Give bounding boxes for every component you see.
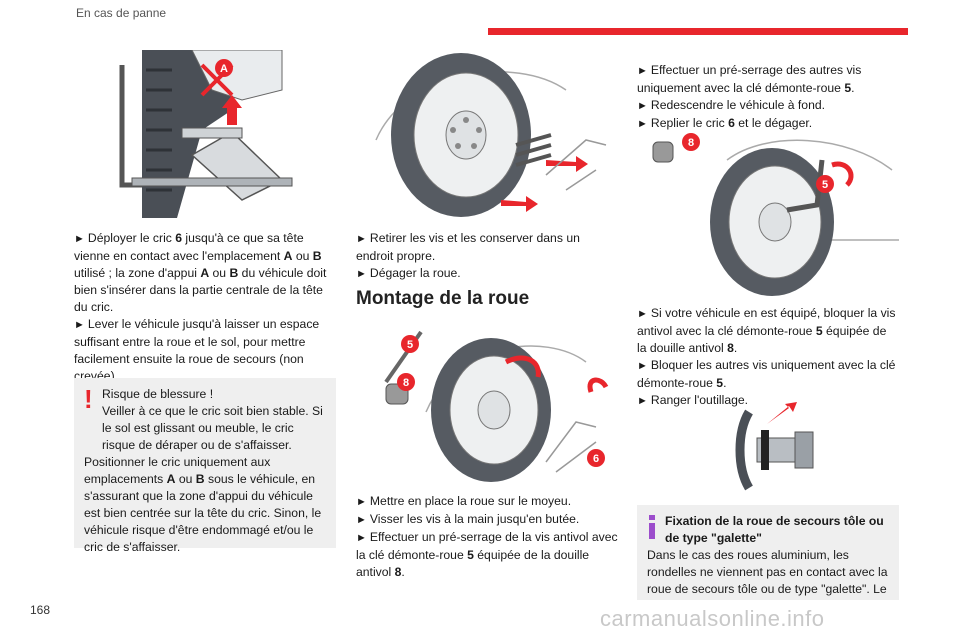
bolt-head	[794, 431, 814, 469]
arrow-bullet-icon: ►	[637, 118, 648, 130]
info-box: Fixation de la roue de secours tôle ou d…	[637, 505, 899, 600]
callout-8	[397, 373, 415, 391]
step-remove-screws: ►Retirer les vis et les conserver dans u…	[356, 231, 580, 263]
pull-arrow-icon	[501, 196, 538, 212]
wheel-rim-section	[735, 409, 753, 491]
step-pretighten-antitheft: ►Effectuer un pré-serrage de la vis anti…	[356, 530, 618, 579]
callout-8	[682, 133, 700, 151]
jack-illustration: A	[82, 50, 336, 218]
wheel-wrench	[786, 159, 825, 213]
step-fold-jack: ►Replier le cric 6 et le dégager.	[637, 116, 813, 130]
svg-text:A: A	[220, 63, 228, 75]
arrow-bullet-icon: ►	[637, 395, 648, 407]
wheel-tighten-illustration: 8 5	[652, 133, 899, 296]
step-store-tools: ►Ranger l'outillage.	[637, 393, 749, 407]
arrow-bullet-icon: ►	[356, 268, 367, 280]
svg-text:5: 5	[822, 179, 828, 191]
svg-text:5: 5	[407, 339, 413, 351]
arrow-bullet-icon: ►	[74, 233, 85, 245]
arrow-bullet-icon: ►	[356, 233, 367, 245]
warning-text-2: Positionner le cric uniquement aux empla…	[84, 455, 322, 554]
svg-text:8: 8	[403, 377, 409, 389]
instructions-remove: ►Retirer les vis et les conserver dans u…	[356, 230, 618, 283]
instructions-lock: ►Si votre véhicule en est équipé, bloque…	[637, 305, 899, 410]
warning-exclamation-icon: !	[84, 384, 93, 414]
warning-title: Risque de blessure !	[102, 387, 214, 401]
section-title: Montage de la roue	[356, 288, 530, 309]
info-text: Dans le cas des roues aluminium, les ron…	[647, 548, 888, 596]
rotate-arrow-icon-2	[587, 377, 609, 393]
instructions-mount: ►Mettre en place la roue sur le moyeu. ►…	[356, 493, 618, 581]
step-lower-vehicle: ►Redescendre le véhicule à fond.	[637, 98, 826, 112]
jack-outline	[545, 139, 607, 191]
arrow-bullet-icon: ►	[637, 360, 648, 372]
callout-5	[401, 335, 419, 353]
header-accent-bar	[488, 28, 908, 35]
watermark: carmanualsonline.info	[600, 606, 825, 631]
callout-5	[816, 175, 834, 193]
step-deploy-jack: ►Déployer le cric 6 jusqu'à ce que sa tê…	[74, 231, 327, 314]
pointer-arrow-icon	[767, 402, 797, 424]
info-title: Fixation de la roue de secours tôle ou d…	[665, 514, 884, 545]
step-place-wheel: ►Mettre en place la roue sur le moyeu.	[356, 494, 572, 508]
warning-text-1: Veiller à ce que le cric soit bien stabl…	[102, 404, 323, 452]
step-lock-others: ►Bloquer les autres vis uniquement avec …	[637, 358, 896, 390]
arrow-bullet-icon: ►	[637, 65, 648, 77]
svg-text:8: 8	[688, 137, 694, 149]
info-icon	[647, 515, 657, 544]
callout-a	[215, 59, 233, 77]
warning-box: ! Risque de blessure ! Veiller à ce que …	[74, 378, 336, 554]
step-pretighten-others: ►Effectuer un pré-serrage des autres vis…	[637, 63, 862, 95]
arrow-bullet-icon: ►	[356, 496, 367, 508]
svg-text:6: 6	[593, 453, 599, 465]
instructions-tighten: ►Effectuer un pré-serrage des autres vis…	[637, 62, 899, 133]
step-lift-vehicle: ►Lever le véhicule jusqu'à laisser un es…	[74, 317, 320, 383]
step-screw-hand: ►Visser les vis à la main jusqu'en butée…	[356, 512, 580, 526]
page-number: 168	[30, 603, 51, 617]
step-lock-antitheft: ►Si votre véhicule en est équipé, bloque…	[637, 306, 896, 355]
chapter-title: En cas de panne	[76, 6, 167, 20]
step-free-wheel: ►Dégager la roue.	[356, 266, 461, 280]
arrow-bullet-icon: ►	[356, 514, 367, 526]
washer	[761, 430, 769, 470]
right-arrow-icon	[546, 156, 588, 172]
jack-outline	[545, 421, 597, 473]
wheel-mounting-illustration: 5 8 6	[384, 330, 609, 482]
arrow-bullet-icon: ►	[637, 100, 648, 112]
arrow-bullet-icon: ►	[74, 319, 85, 331]
rotate-arrow-icon	[831, 161, 854, 187]
arrow-bullet-icon: ►	[637, 308, 648, 320]
callout-6	[587, 449, 605, 467]
rotate-arrow-icon	[504, 355, 541, 378]
instructions-lift: ►Déployer le cric 6 jusqu'à ce que sa tê…	[74, 230, 336, 385]
up-arrow-icon	[222, 95, 242, 125]
wheel-bolt-illustration	[735, 402, 814, 491]
arrow-bullet-icon: ►	[356, 532, 367, 544]
wheel-removal-illustration	[375, 53, 607, 217]
antitheft-socket	[652, 141, 674, 163]
